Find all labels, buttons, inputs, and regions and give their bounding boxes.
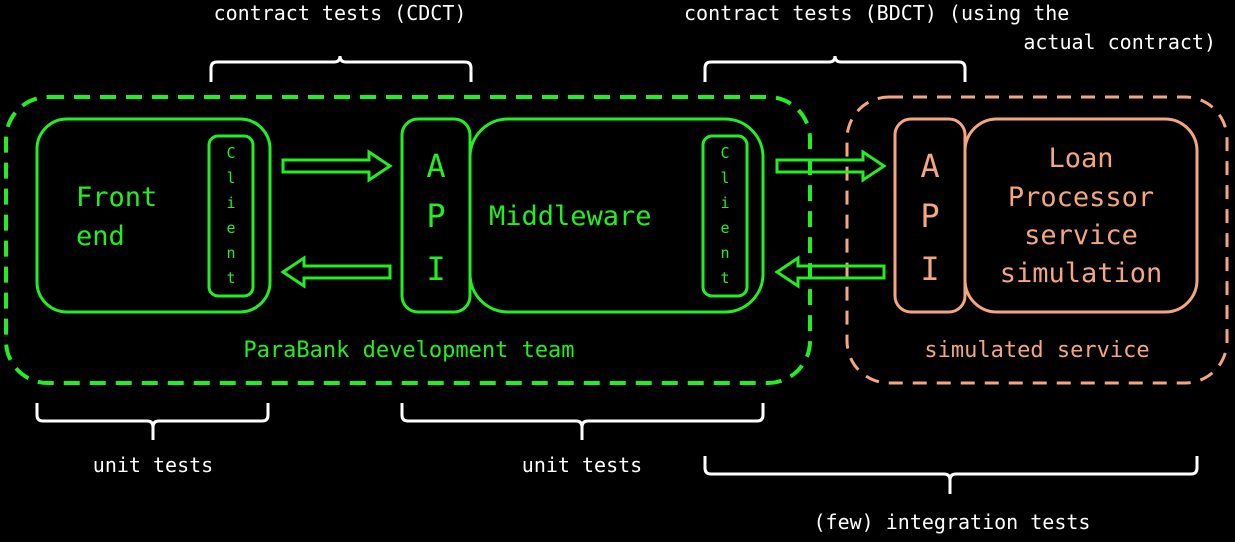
api-letter: A: [920, 147, 939, 185]
integration-tests-label: (few) integration tests: [814, 510, 1091, 534]
client-letter: e: [226, 219, 235, 237]
simulated-service-label: simulated service: [924, 338, 1149, 363]
arrow-api-to-frontend: [280, 255, 392, 289]
loan-processor-line: Processor: [1008, 182, 1154, 213]
unit-tests-label-2: unit tests: [522, 453, 642, 477]
loan-processor-line: service: [1024, 220, 1138, 251]
loan-processor-line: simulation: [1000, 258, 1163, 289]
client-letter: i: [226, 194, 235, 212]
client-letter: t: [226, 269, 235, 287]
simulated-service-boundary: [845, 95, 1229, 385]
api-letter: I: [920, 250, 939, 288]
frontend-client-label: C l i e n t: [226, 144, 235, 287]
client-letter: n: [226, 244, 235, 262]
bracket-integration-tests: [703, 456, 1199, 494]
client-letter: C: [720, 144, 729, 162]
middleware-box: [468, 117, 765, 314]
parabank-team-boundary: [4, 95, 812, 385]
loan-processor-label: Loan Processor service simulation: [1000, 143, 1163, 289]
contract-bdct-label-line1: contract tests (BDCT) (using the: [684, 1, 1069, 25]
contract-bdct-label-line2: actual contract): [1023, 30, 1216, 54]
frontend-label-line1: Front: [76, 182, 157, 213]
api-letter: P: [920, 197, 939, 235]
frontend-client-box: [207, 134, 255, 298]
api-letter: A: [426, 147, 445, 185]
api-letter: P: [426, 197, 445, 235]
parabank-team-label: ParaBank development team: [243, 338, 574, 363]
client-letter: C: [226, 144, 235, 162]
loan-processor-box: [963, 117, 1199, 314]
middleware-client-label: C l i e n t: [720, 144, 729, 287]
arrow-loan-api-to-middleware: [774, 255, 886, 289]
client-letter: l: [720, 169, 729, 187]
client-letter: l: [226, 169, 235, 187]
client-letter: e: [720, 219, 729, 237]
arrow-frontend-to-api: [281, 149, 393, 183]
frontend-label-line2: end: [76, 221, 125, 252]
api-letter: I: [426, 250, 445, 288]
client-letter: i: [720, 194, 729, 212]
client-letter: n: [720, 244, 729, 262]
contract-cdct-label: contract tests (CDCT): [214, 1, 467, 25]
loan-api-label: A P I: [920, 147, 939, 288]
frontend-box: [35, 117, 272, 314]
bracket-cdct: [209, 55, 473, 82]
client-letter: t: [720, 269, 729, 287]
middleware-client-box: [701, 134, 749, 298]
bracket-unit-tests-2: [400, 403, 765, 440]
middleware-api-label: A P I: [426, 147, 445, 288]
bracket-unit-tests-1: [35, 403, 270, 440]
bracket-bdct: [703, 55, 967, 82]
middleware-label: Middleware: [489, 201, 652, 232]
unit-tests-label-1: unit tests: [93, 453, 213, 477]
arrow-middleware-to-loan-api: [775, 149, 887, 183]
loan-processor-line: Loan: [1048, 143, 1113, 174]
